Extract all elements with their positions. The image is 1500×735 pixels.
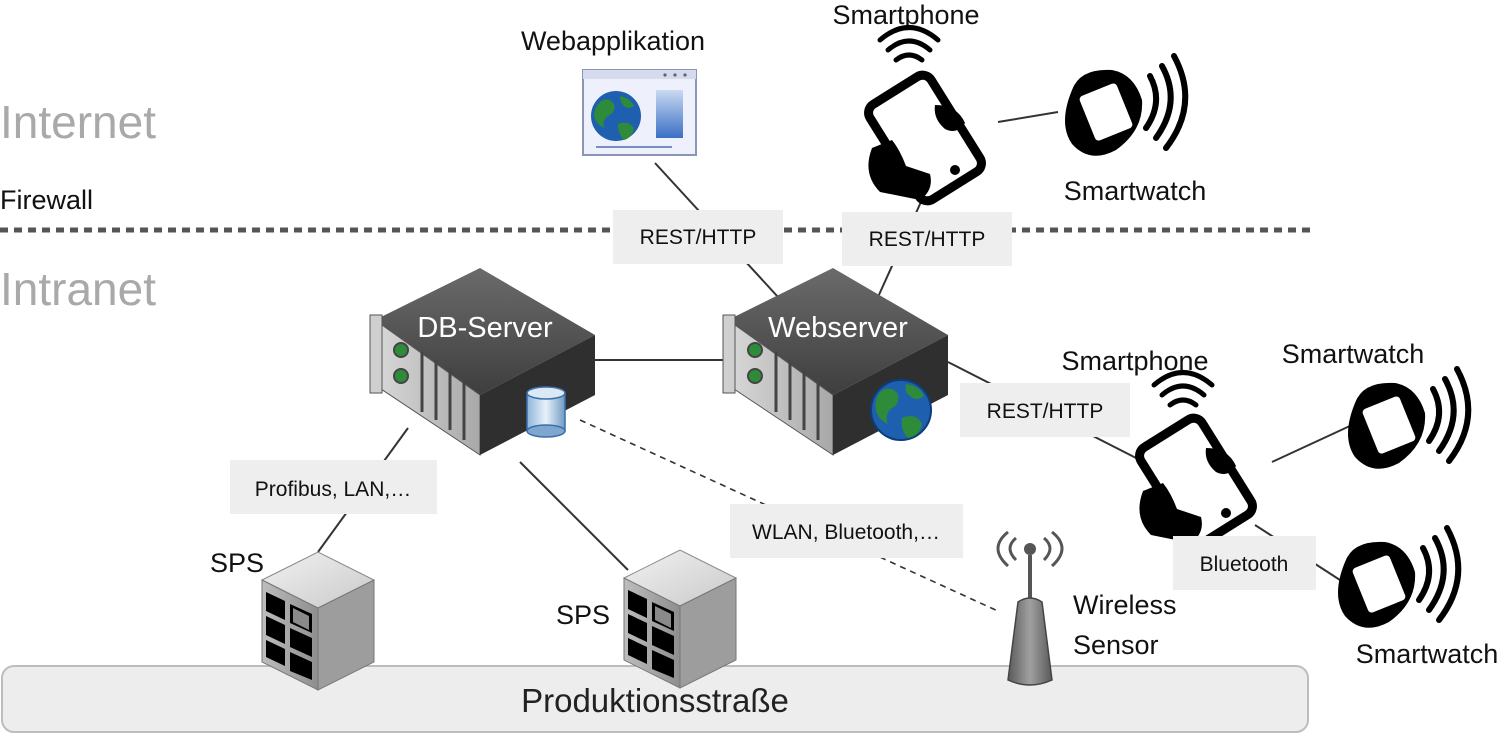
plc-cube-icon	[260, 551, 376, 691]
smartwatch-right-bottom-label: Smartwatch	[1356, 639, 1499, 669]
zone-internet-label: Internet	[0, 96, 156, 148]
bluetooth-label: Bluetooth	[1173, 536, 1316, 590]
smartphone-top-node: Smartphone	[832, 0, 986, 206]
smartphone-right-node: Smartphone	[1061, 346, 1257, 549]
svg-text:REST/HTTP: REST/HTTP	[869, 228, 986, 251]
svg-text:REST/HTTP: REST/HTTP	[987, 400, 1104, 423]
zone-intranet-label: Intranet	[0, 263, 156, 315]
smartwatch-right-top-node: Smartwatch	[1282, 339, 1472, 469]
rest-label-phone-top: REST/HTTP	[842, 212, 1012, 266]
wlan-label: WLAN, Bluetooth,…	[730, 504, 963, 558]
sps-left-node: SPS	[210, 548, 376, 691]
line-phone-watch-top	[997, 111, 1059, 123]
smartwatch-icon	[1065, 53, 1189, 156]
smartphone-top-label: Smartphone	[832, 0, 979, 30]
line-phone-watch-right-top	[1271, 424, 1353, 463]
plc-cube-icon	[622, 549, 738, 689]
smartwatch-right-bottom-node: Smartwatch	[1338, 525, 1499, 669]
smartphone-in-hand-icon	[864, 70, 986, 206]
webserver-label: Webserver	[768, 312, 908, 344]
webserver-node: Webserver	[722, 268, 948, 456]
rest-label-webapp: REST/HTTP	[613, 210, 783, 264]
sps-center-label: SPS	[556, 600, 610, 630]
wireless-sensor-label-line2: Sensor	[1073, 630, 1159, 660]
sps-center-node: SPS	[556, 549, 738, 689]
smartwatch-icon	[1338, 525, 1462, 628]
wireless-sensor-label-line1: Wireless	[1073, 590, 1177, 620]
wireless-sensor-node: Wireless Sensor	[996, 530, 1177, 686]
globe-icon	[591, 91, 641, 141]
globe-icon	[870, 379, 932, 441]
profibus-label: Profibus, LAN,…	[230, 460, 437, 514]
smartwatch-top-node: Smartwatch	[1064, 53, 1207, 206]
webapp-node: Webapplikation	[521, 26, 705, 156]
webapp-label: Webapplikation	[521, 26, 705, 56]
svg-text:Profibus, LAN,…: Profibus, LAN,…	[255, 478, 411, 501]
antenna-icon	[996, 530, 1064, 686]
wifi-icon	[877, 25, 941, 63]
rest-label-phone-right: REST/HTTP	[960, 383, 1130, 437]
line-db-sps-center	[519, 461, 629, 571]
svg-text:REST/HTTP: REST/HTTP	[640, 226, 757, 249]
database-icon	[526, 386, 566, 438]
server-icon	[375, 268, 595, 395]
production-line-label: Produktionsstraße	[521, 682, 789, 719]
firewall-label: Firewall	[0, 185, 93, 215]
db-server-node: DB-Server	[369, 268, 595, 456]
smartphone-in-hand-icon	[1135, 413, 1257, 549]
server-icon	[728, 268, 948, 395]
sps-left-label: SPS	[210, 548, 264, 578]
smartwatch-icon	[1348, 366, 1472, 469]
svg-text:WLAN, Bluetooth,…: WLAN, Bluetooth,…	[752, 521, 940, 544]
smartwatch-top-label: Smartwatch	[1064, 176, 1207, 206]
db-server-label: DB-Server	[417, 312, 553, 344]
svg-text:Bluetooth: Bluetooth	[1200, 553, 1289, 576]
smartwatch-right-top-label: Smartwatch	[1282, 339, 1425, 369]
wifi-icon	[1151, 370, 1215, 408]
